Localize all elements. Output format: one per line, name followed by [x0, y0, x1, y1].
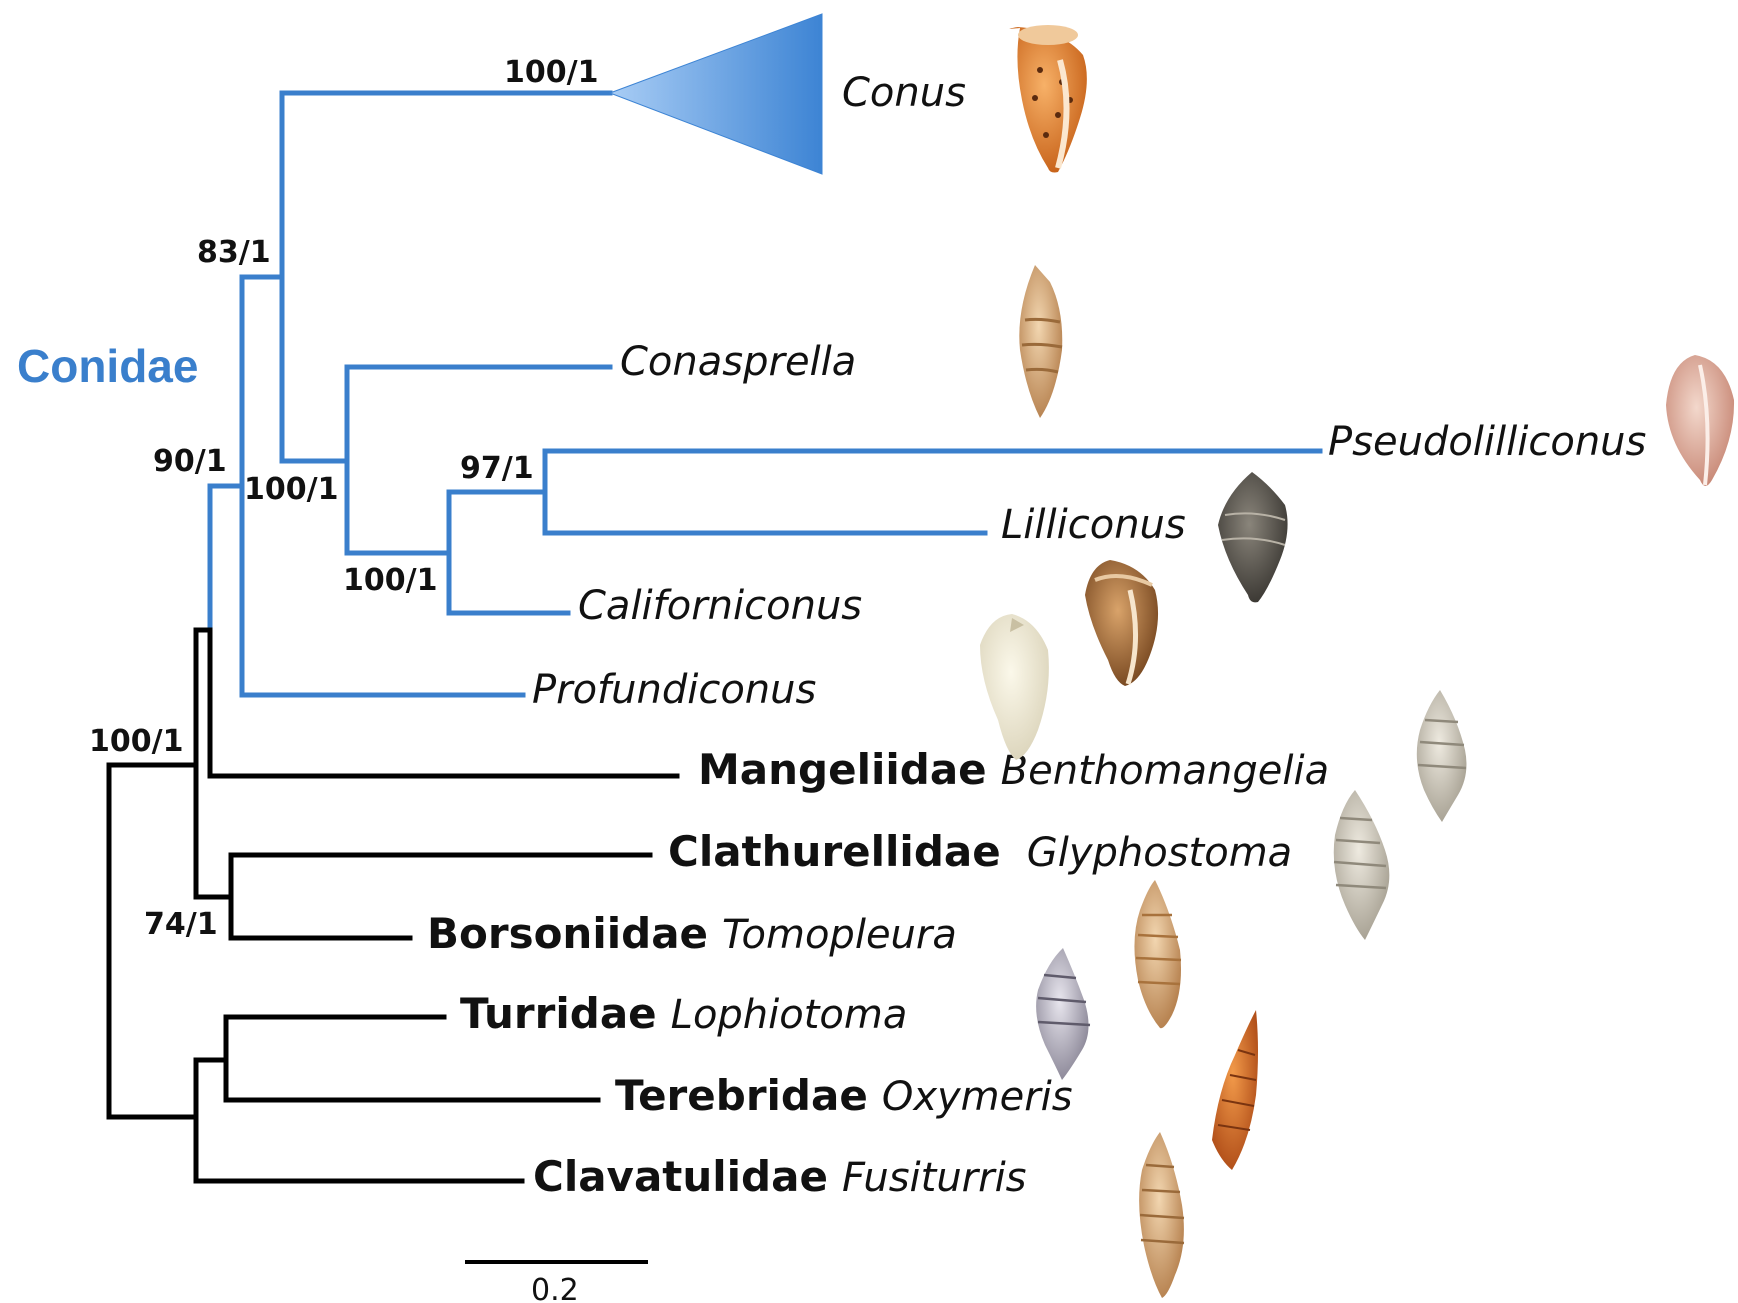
taxon-conasprella: Conasprella	[620, 339, 856, 385]
genus-oxymeris: Oxymeris	[882, 1074, 1073, 1120]
conus-collapsed-clade-triangle	[610, 14, 822, 174]
taxon-conus: Conus	[842, 70, 966, 116]
support-n100b: 100/1	[343, 563, 437, 598]
shell-fusiturris-image	[1139, 1132, 1184, 1298]
support-n97: 97/1	[460, 451, 534, 486]
shell-pseudolilliconus-image	[1666, 355, 1734, 486]
family-turridae: Turridae	[460, 989, 657, 1038]
shell-oxymeris-image	[1212, 1010, 1258, 1170]
shell-lophiotoma-image	[1036, 948, 1090, 1080]
taxon-terebridae: Terebridae Oxymeris	[615, 1071, 1073, 1120]
scale-bar-label: 0.2	[531, 1273, 579, 1303]
taxon-clavatulidae: Clavatulidae Fusiturris	[533, 1152, 1027, 1201]
support-n83: 83/1	[197, 235, 271, 270]
taxon-pseudolilliconus: Pseudolilliconus	[1328, 419, 1646, 465]
shell-conasprella-image	[1019, 265, 1062, 418]
genus-tomopleura: Tomopleura	[722, 912, 957, 958]
shell-tomopleura-image	[1134, 880, 1181, 1028]
shell-benthomangelia-image	[1417, 690, 1467, 822]
taxon-lilliconus: Lilliconus	[1001, 502, 1186, 548]
taxon-californiconus: Californiconus	[578, 583, 862, 629]
shell-californiconus-image	[1085, 560, 1158, 686]
family-terebridae: Terebridae	[615, 1071, 868, 1120]
shell-lilliconus-image	[1218, 472, 1288, 602]
shell-profundiconus-image	[980, 614, 1049, 760]
family-clavatulidae: Clavatulidae	[533, 1152, 828, 1201]
support-conus: 100/1	[504, 55, 598, 90]
clade-label-conidae: Conidae	[17, 340, 198, 392]
taxon-clathurellidae: Clathurellidae Glyphostoma	[668, 827, 1292, 876]
genus-lophiotoma: Lophiotoma	[671, 992, 908, 1038]
taxon-profundiconus: Profundiconus	[532, 667, 816, 713]
support-n100a: 100/1	[244, 472, 338, 507]
shell-conus-image	[1009, 25, 1086, 173]
taxon-turridae: Turridae Lophiotoma	[460, 989, 907, 1038]
family-borsoniidae: Borsoniidae	[427, 909, 708, 958]
genus-fusiturris: Fusiturris	[842, 1155, 1027, 1201]
support-n74: 74/1	[144, 907, 218, 942]
support-n90: 90/1	[153, 444, 227, 479]
family-clathurellidae: Clathurellidae	[668, 827, 1001, 876]
shell-images	[980, 25, 1734, 1298]
taxon-borsoniidae: Borsoniidae Tomopleura	[427, 909, 957, 958]
genus-glyphostoma: Glyphostoma	[1027, 830, 1292, 876]
genus-benthomangelia: Benthomangelia	[1001, 748, 1329, 794]
shell-glyphostoma-image	[1334, 790, 1390, 940]
support-root: 100/1	[89, 724, 183, 759]
family-mangeliidae: Mangeliidae	[698, 745, 987, 794]
